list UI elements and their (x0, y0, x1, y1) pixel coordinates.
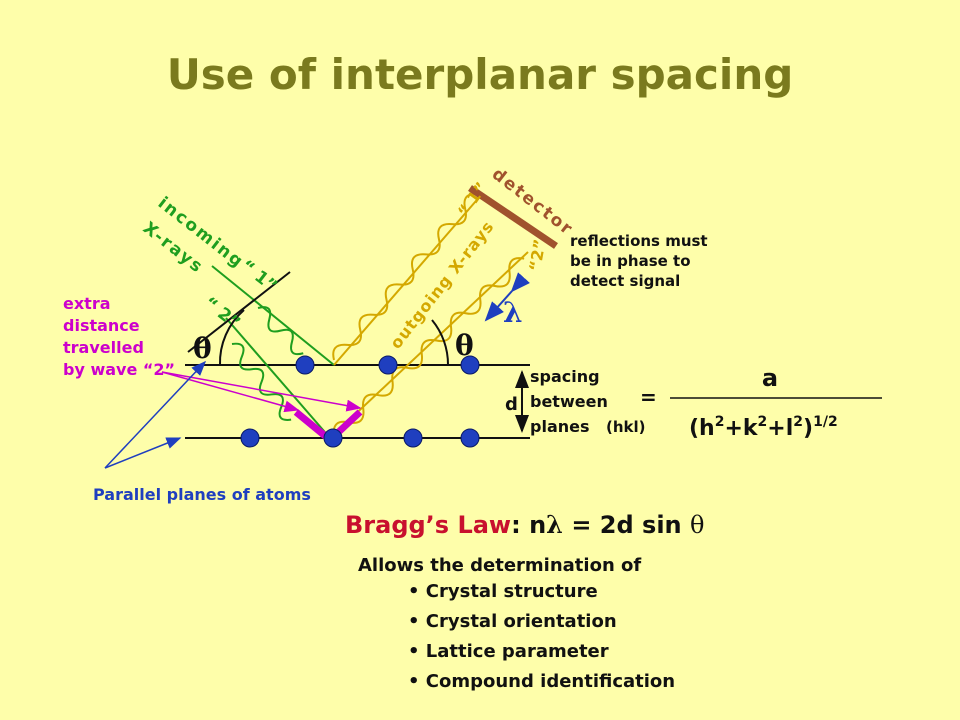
formula-denominator: (h2+k2+l2)1/2 (689, 414, 838, 441)
uses-list: • Crystal structure • Crystal orientatio… (408, 580, 675, 700)
outgoing-wave-1 (332, 192, 479, 361)
wavefront-incoming (187, 271, 291, 353)
extra-line-4: by wave “2” (63, 360, 175, 379)
extra-line-2: distance (63, 316, 140, 335)
outgoing-ray-1 (333, 193, 483, 366)
bragg-law: Bragg’s Law: nλ = 2d sin θ (345, 510, 704, 539)
theta-left: θ (193, 332, 212, 365)
extra-pointer-1 (161, 371, 300, 413)
lambda-label: λ (503, 296, 523, 329)
incoming-wave-1 (257, 306, 304, 356)
incoming-ray-2 (225, 317, 331, 439)
bragg-lambda: λ (546, 510, 563, 539)
spacing-line-1: spacing (530, 367, 600, 386)
spacing-line-3: planes (530, 417, 590, 436)
spacing-line-2: between (530, 392, 608, 411)
list-item: • Crystal structure (408, 581, 598, 602)
phase-note-line-2: be in phase to (570, 252, 691, 270)
planes-pointer-2 (104, 437, 182, 469)
atom (295, 355, 315, 375)
atom (460, 428, 480, 448)
extra-line-1: extra (63, 294, 111, 313)
phase-note-line-1: reflections must (570, 232, 708, 250)
bragg-mid: = 2d sin (562, 511, 690, 539)
planes-pointer-1 (104, 360, 207, 469)
formula-equals: = (640, 385, 657, 409)
atom (323, 428, 343, 448)
phase-note-line-3: detect signal (570, 272, 680, 290)
atom (240, 428, 260, 448)
d-label: d (505, 394, 518, 415)
extra-pointer-2 (161, 371, 362, 412)
theta-arc-right (431, 319, 450, 366)
incoming-ray-1 (211, 265, 335, 366)
list-item: • Crystal orientation (408, 611, 617, 632)
bragg-law-name: Bragg’s Law (345, 511, 512, 539)
theta-arc-left (218, 309, 245, 366)
extra-line-3: travelled (63, 338, 144, 357)
atoms (240, 355, 480, 448)
list-item: • Lattice parameter (408, 641, 609, 662)
formula-numerator: a (762, 364, 778, 392)
hkl-label: (hkl) (606, 418, 646, 436)
outgoing-ray-2 (329, 251, 529, 439)
atom (403, 428, 423, 448)
allows-heading: Allows the determination of (358, 555, 642, 576)
atom (378, 355, 398, 375)
list-item: • Compound identification (408, 671, 676, 692)
bragg-colon: : n (511, 511, 547, 539)
page-title: Use of interplanar spacing (166, 50, 794, 99)
ray-2-label: “ 2” (200, 293, 244, 333)
detector-ray-2-label: “2” (525, 238, 549, 273)
bragg-theta: θ (690, 511, 705, 539)
parallel-planes-label: Parallel planes of atoms (93, 485, 311, 504)
theta-right: θ (455, 329, 474, 362)
wavelength-arrow (484, 272, 530, 322)
atom (460, 355, 480, 375)
incoming-wave-2 (231, 342, 292, 421)
detector-bar (468, 185, 558, 249)
